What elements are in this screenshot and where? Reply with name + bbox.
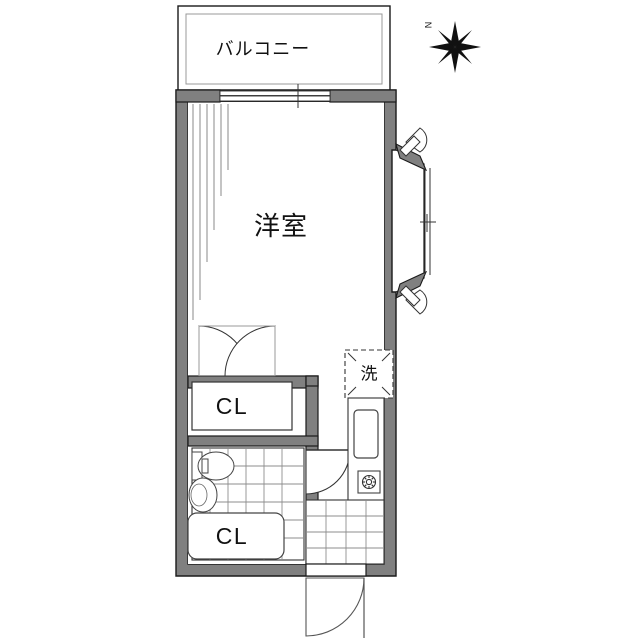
basin-inner [190, 483, 208, 507]
balcony-door-sash-inner[interactable] [219, 95, 331, 102]
balcony-door-jamb-right [329, 89, 397, 103]
closet-upper: CL [191, 381, 293, 431]
gas-stove-icon [357, 470, 381, 494]
compass-star [429, 21, 481, 73]
toilet-connector [201, 458, 209, 474]
entrance-threshold [305, 563, 367, 577]
balcony-door-jamb-left [175, 89, 221, 103]
closet-upper-outline [191, 381, 293, 431]
window-hatch-lines [192, 104, 229, 320]
stove-burner-icon [361, 474, 377, 490]
entrance-door-swing[interactable] [305, 577, 365, 637]
bay-window [395, 127, 436, 315]
closet-lower-label: CL [216, 523, 248, 549]
balcony-inner-ledge [185, 13, 383, 85]
north-arrow: N [423, 21, 481, 73]
closet-double-door[interactable] [198, 325, 276, 377]
wash-basin-icon [188, 477, 218, 513]
bay-window-recess [395, 149, 425, 293]
kitchen-counter [347, 397, 385, 509]
bathtub-icon: CL [187, 512, 285, 560]
western-room-label: 洋室 [254, 211, 308, 241]
wall-closet-bath [187, 435, 319, 447]
bay-window-sash-bottom[interactable] [399, 285, 428, 315]
compass-north-letter: N [423, 22, 433, 29]
kitchen-sink-icon [353, 409, 379, 459]
entrance-door[interactable] [305, 563, 367, 638]
bay-window-sash-top[interactable] [399, 127, 428, 157]
toilet-icon [191, 451, 235, 481]
washer-corner-arrows [347, 352, 391, 396]
unit-bath: CL [187, 447, 305, 561]
entrance-genkan [305, 499, 385, 565]
wall-kitchen-corner [305, 375, 319, 387]
washer-label: 洗 [361, 364, 378, 383]
genkan-tile-grid [306, 500, 384, 564]
balcony-door-sash-outer[interactable] [219, 90, 331, 96]
balcony-sliding-door[interactable] [175, 84, 397, 108]
balcony-area: バルコニー [177, 5, 391, 93]
balcony-label: バルコニー [216, 39, 311, 59]
closet-upper-label: CL [216, 393, 248, 419]
washer-space: 洗 [344, 349, 394, 399]
bathtub-outline [187, 512, 285, 560]
